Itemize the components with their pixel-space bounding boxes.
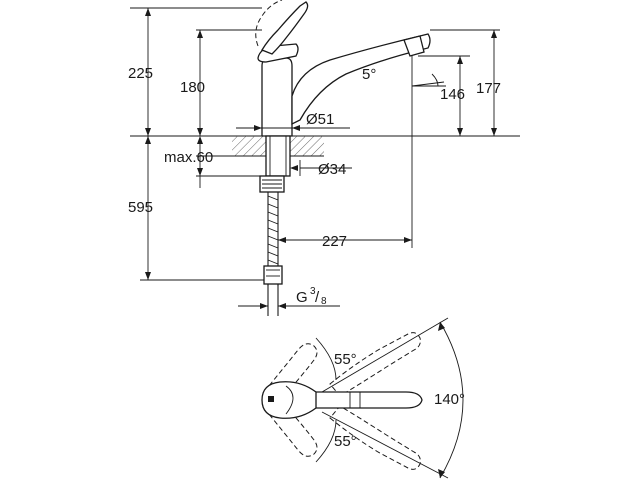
handle-lever <box>261 1 309 55</box>
dim-thread-numerator: 3 <box>310 286 316 297</box>
dim-spout-swing: 140° <box>434 391 465 408</box>
ghost-spout-down <box>329 405 421 470</box>
swing-arc <box>439 321 464 479</box>
ghost-handle-up <box>263 343 318 397</box>
dim-swing-up: 55° <box>334 351 357 368</box>
countertop-hatch-right <box>290 136 324 156</box>
handle-lever-dash <box>255 0 283 47</box>
dim-total-height: 225 <box>128 65 153 82</box>
aerator <box>403 35 425 57</box>
countertop-hatch-left <box>232 136 266 156</box>
spout-top <box>299 391 423 409</box>
dim-hose-length: 595 <box>128 199 153 216</box>
dim-spout-reach: 227 <box>322 233 347 250</box>
side-view: 225 180 Ø51 max.60 Ø34 595 <box>128 0 520 316</box>
dim-overall-spout-height: 177 <box>476 80 501 97</box>
hose-braid <box>267 195 279 265</box>
dim-spout-height: 146 <box>440 86 465 103</box>
hose-fitting <box>263 265 283 285</box>
dim-swing-down: 55° <box>334 433 357 450</box>
dim-max-thickness: max.60 <box>164 149 213 166</box>
faucet-body <box>261 57 293 137</box>
dim-base-diameter: Ø51 <box>306 111 334 128</box>
handle-top <box>261 381 317 419</box>
dim-thread-prefix: G <box>296 289 308 306</box>
ghost-handle-down <box>263 403 318 457</box>
dim-handle-height: 180 <box>180 79 205 96</box>
top-view: 140° 55° 55° <box>261 317 465 479</box>
dim-thread-denominator: 8 <box>321 296 327 307</box>
handle-logo <box>268 396 274 402</box>
ghost-spout-up <box>329 332 421 397</box>
dim-hole-diameter: Ø34 <box>318 161 346 178</box>
dim-thread-slash: / <box>315 289 320 306</box>
dim-tilt-angle: 5° <box>362 66 376 83</box>
spout <box>291 33 431 126</box>
